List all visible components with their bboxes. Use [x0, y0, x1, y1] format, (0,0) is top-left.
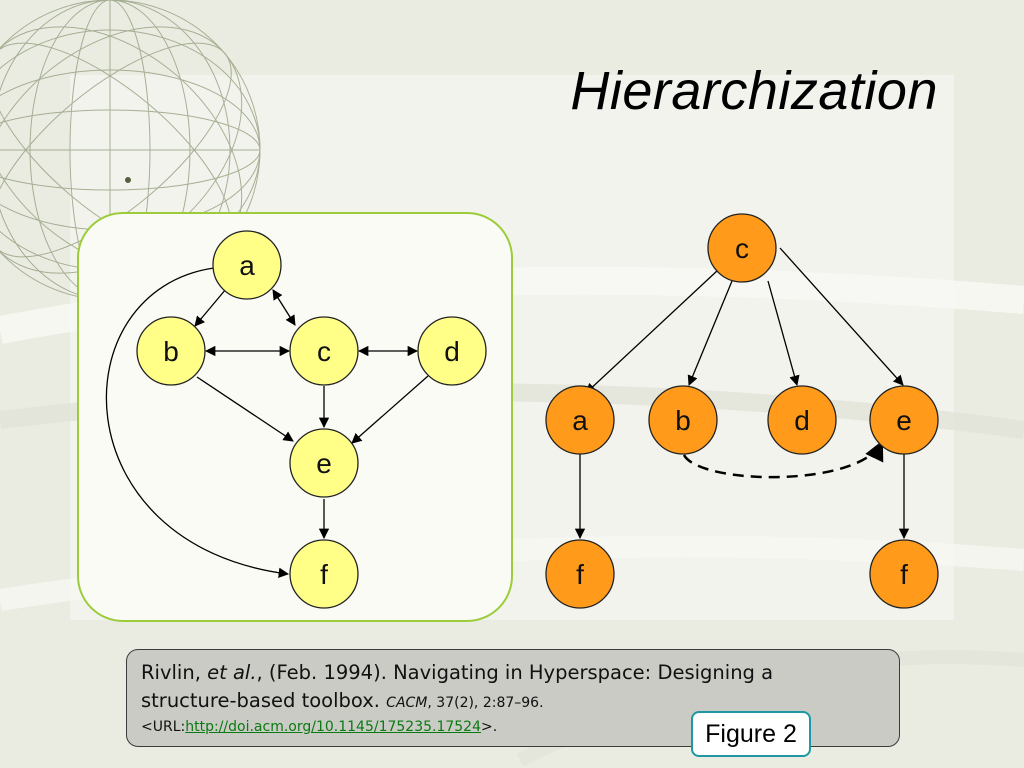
- right-graph-edges: [574, 247, 910, 540]
- right-node-f-right: f: [869, 539, 939, 609]
- right-node-f-left-label: f: [576, 559, 584, 590]
- left-node-c: c: [289, 316, 359, 386]
- right-graph-nodes: c a b d e f f: [545, 213, 939, 609]
- edge-c-b: [687, 280, 733, 386]
- left-node-a-label: a: [239, 250, 255, 281]
- right-node-e-label: e: [896, 405, 912, 436]
- left-node-e: e: [289, 428, 359, 498]
- right-node-f-right-label: f: [900, 559, 908, 590]
- left-node-f: f: [289, 539, 359, 609]
- citation-line-1: Rivlin, et al., (Feb. 1994). Navigating …: [141, 659, 885, 687]
- left-graph-edges: [105, 267, 429, 578]
- citation-volume: , 37(2), 2:87–96.: [427, 695, 544, 711]
- right-node-c-label: c: [735, 233, 749, 264]
- figure-label: Figure 2: [691, 711, 811, 757]
- left-node-a: a: [212, 230, 282, 300]
- edge-a-f-curve: [105, 267, 290, 578]
- citation-doi-link[interactable]: http://doi.acm.org/10.1145/175235.17524: [185, 719, 481, 735]
- citation-line-2: structure-based toolbox. CACM, 37(2), 2:…: [141, 687, 885, 717]
- right-node-b-label: b: [675, 405, 691, 436]
- left-node-f-label: f: [320, 559, 328, 590]
- citation-authors: Rivlin,: [141, 661, 201, 684]
- right-node-d-label: d: [794, 405, 810, 436]
- citation-line-3: <URL:http://doi.acm.org/10.1145/175235.1…: [141, 717, 885, 737]
- right-node-a-label: a: [572, 405, 588, 436]
- left-node-e-label: e: [316, 448, 332, 479]
- left-graph-frame: [77, 212, 513, 622]
- right-node-d: d: [767, 385, 837, 455]
- citation-et-al: et al.: [207, 661, 257, 684]
- left-node-c-label: c: [317, 336, 331, 367]
- edge-c-e: [779, 247, 904, 386]
- right-node-f-left: f: [545, 539, 615, 609]
- left-node-b: b: [136, 316, 206, 386]
- edge-a-c: [272, 289, 296, 326]
- citation-journal: CACM: [386, 695, 428, 711]
- edge-c-d: [767, 280, 800, 387]
- right-node-b: b: [648, 385, 718, 455]
- citation-url-suffix: >.: [481, 719, 498, 735]
- left-node-b-label: b: [163, 336, 179, 367]
- right-node-a: a: [545, 385, 615, 455]
- edge-d-e: [351, 375, 429, 444]
- right-node-c: c: [707, 213, 777, 283]
- citation-url-prefix: <URL:: [141, 719, 186, 735]
- edge-b-e: [196, 376, 294, 442]
- citation-date-title: , (Feb. 1994). Navigating in Hyperspace:…: [256, 661, 774, 684]
- edge-a-b: [194, 288, 227, 327]
- left-node-d: d: [417, 316, 487, 386]
- right-node-e: e: [869, 385, 939, 455]
- left-graph-nodes: a b c d e f: [136, 230, 487, 609]
- left-node-d-label: d: [444, 336, 460, 367]
- citation-title-end: structure-based toolbox.: [141, 689, 380, 712]
- slide-title: Hierarchization: [570, 61, 938, 121]
- edge-c-a: [585, 269, 719, 394]
